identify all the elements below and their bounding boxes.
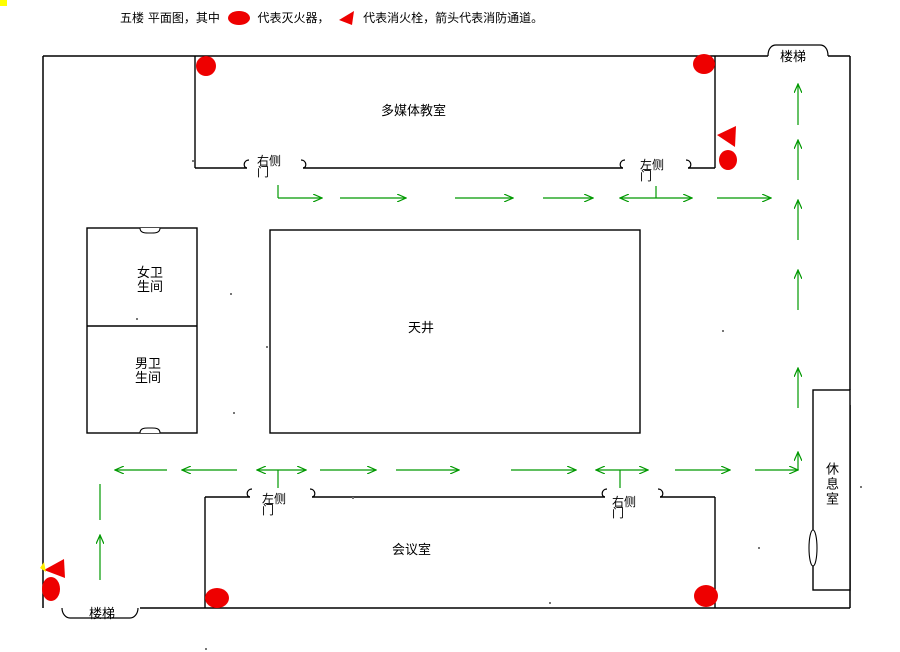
multimedia-room-label: 多媒体教室	[381, 104, 447, 119]
door-label-top-right-b: 门	[640, 169, 653, 183]
door-arc-bottom-right	[601, 488, 664, 498]
extinguishers	[42, 54, 737, 608]
legend-hydrant-text: 代表消火栓，箭头代表消防通道。	[363, 11, 544, 25]
legend-extinguisher-text: 代表灭火器，	[257, 11, 330, 25]
womens-door	[139, 227, 161, 234]
restroom-walls	[86, 227, 198, 434]
extinguisher-icon	[693, 54, 715, 74]
womens-restroom-label: 女卫 生间	[137, 267, 163, 295]
mens-restroom-label: 男卫 生间	[135, 358, 161, 386]
door-label-top-right-a: 左侧	[640, 158, 665, 172]
womens-restroom-label-bottom: 生间	[137, 280, 164, 295]
extinguisher-icon	[42, 577, 60, 601]
atrium-walls	[269, 229, 641, 434]
hydrant-icon	[717, 126, 736, 147]
hydrant-highlight	[40, 562, 46, 572]
stairs-top-label: 楼梯	[780, 50, 807, 65]
door-label-bottom-right: 右侧 门	[612, 495, 637, 520]
extinguisher-icon	[196, 56, 216, 76]
door-arc-top-left	[243, 159, 307, 169]
extinguisher-icon	[719, 150, 737, 170]
legend: 五楼 平面图，其中 代表灭火器， 代表消火栓，箭头代表消防通道。	[120, 9, 543, 26]
door-label-bottom-right-b: 门	[612, 506, 625, 520]
door-arc-bottom-left	[246, 488, 316, 498]
extinguisher-legend-icon	[227, 10, 250, 25]
hydrant-icon	[44, 559, 65, 578]
legend-title: 五楼 平面图，其中	[120, 11, 220, 25]
atrium-label: 天井	[408, 321, 435, 336]
door-arc-top-right	[619, 159, 692, 169]
extinguisher-icon	[694, 585, 718, 607]
door-label-top-left: 右侧 门	[257, 154, 282, 179]
stairs-top-notch	[767, 44, 829, 57]
lounge-door	[808, 529, 818, 567]
door-label-bottom-left-b: 门	[262, 503, 275, 517]
extinguisher-icon	[205, 588, 229, 608]
stairs-bottom-label: 楼梯	[89, 607, 116, 622]
door-label-top-left-a: 右侧	[257, 154, 282, 168]
multimedia-room-walls	[194, 56, 716, 169]
mens-door	[139, 427, 161, 434]
mens-restroom-label-bottom: 生间	[135, 371, 162, 386]
womens-restroom-label-top: 女卫	[137, 266, 164, 281]
hydrant-legend-icon	[339, 10, 355, 25]
evacuation-arrows	[100, 84, 798, 580]
door-label-top-right: 左侧 门	[640, 158, 665, 183]
door-label-bottom-left: 左侧 门	[262, 492, 287, 517]
door-label-bottom-right-a: 右侧	[612, 495, 637, 509]
lounge-walls	[812, 389, 851, 591]
door-label-top-left-b: 门	[257, 165, 270, 179]
yellow-marker	[0, 0, 7, 6]
meeting-room-label: 会议室	[392, 543, 432, 558]
stairs-bottom-notch	[61, 607, 139, 619]
mens-restroom-label-top: 男卫	[135, 357, 162, 372]
lounge-label: 休息室	[823, 462, 838, 507]
door-label-bottom-left-a: 左侧	[262, 492, 287, 506]
noise-dots	[136, 160, 862, 650]
